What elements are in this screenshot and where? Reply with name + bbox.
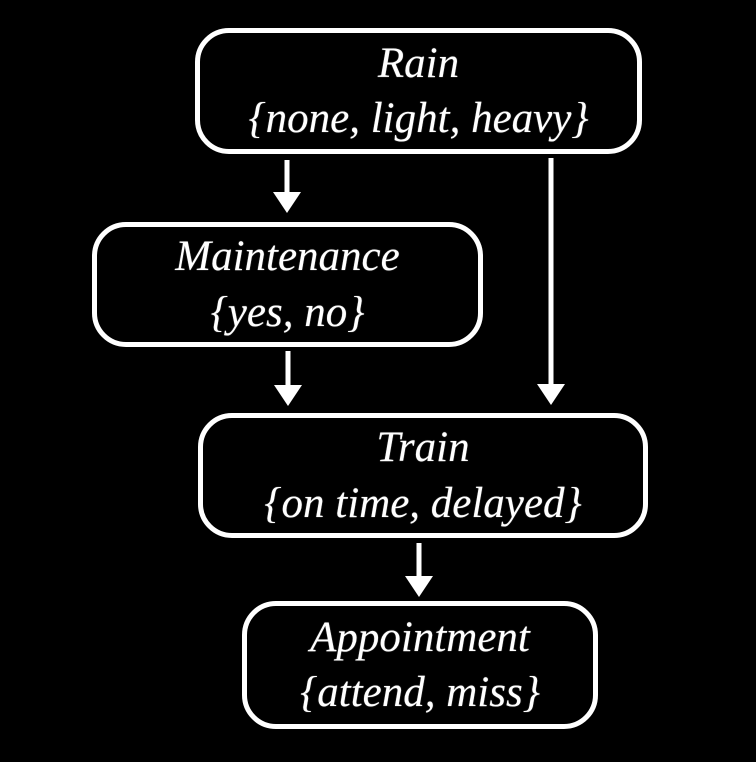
node-appointment-label: Appointment	[310, 613, 530, 661]
node-maintenance-label: Maintenance	[175, 233, 400, 281]
node-appointment-values: {attend, miss}	[300, 669, 540, 716]
edge-maintenance-to-train-arrow	[274, 351, 302, 406]
node-train-label: Train	[376, 424, 470, 472]
node-maintenance: Maintenance {yes, no}	[92, 222, 483, 347]
node-rain-values: {none, light, heavy}	[248, 95, 589, 142]
edge-rain-to-maintenance-arrow	[273, 160, 301, 213]
node-maintenance-values: {yes, no}	[210, 288, 365, 336]
node-rain: Rain {none, light, heavy}	[195, 28, 642, 154]
node-appointment: Appointment {attend, miss}	[242, 601, 598, 729]
node-train: Train {on time, delayed}	[198, 413, 648, 538]
edge-train-to-appointment-arrow	[405, 543, 433, 597]
edge-rain-to-train-arrow	[537, 158, 565, 405]
node-rain-label: Rain	[377, 39, 460, 87]
node-train-values: {on time, delayed}	[264, 479, 582, 527]
